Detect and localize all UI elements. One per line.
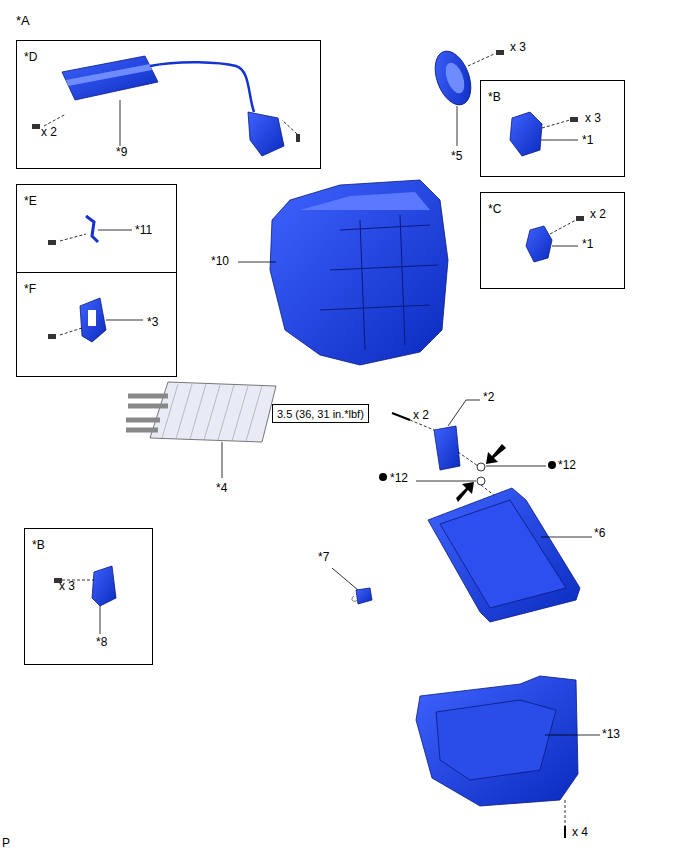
callout-number: *3 [147, 315, 158, 329]
callout-number: *12 [558, 458, 576, 472]
quantity: x 2 [41, 125, 57, 139]
inset-panel: *F *3 [16, 272, 177, 377]
callout-number: *12 [390, 471, 408, 485]
callout-number: *10 [211, 254, 229, 268]
callout-number: *11 [135, 223, 152, 237]
callout-number: *2 [483, 390, 494, 404]
callout-number: *6 [594, 526, 605, 540]
callout-number: *4 [216, 481, 227, 495]
inset-panel: *E *11 [16, 184, 177, 273]
callout-number: *1 [582, 237, 593, 251]
quantity: x 2 [413, 408, 429, 422]
torque-spec: 3.5 (36, 31 in.*lbf) [277, 407, 364, 421]
page-mark: P [2, 836, 10, 850]
callout-number: *8 [96, 635, 107, 649]
callout-number: *1 [582, 133, 593, 147]
panel-letter: *D [24, 50, 37, 64]
quantity: x 3 [59, 579, 75, 593]
inset-panel: *B x 3 *8 [24, 528, 153, 665]
inset-panel: *C x 2 *1 [480, 192, 625, 289]
callout-number: *5 [451, 149, 462, 163]
callout-number: *7 [318, 550, 329, 564]
quantity: x 2 [590, 207, 606, 221]
callout-number: *9 [116, 145, 127, 159]
panel-letter: *C [488, 202, 501, 216]
panel-letter: *B [32, 538, 45, 552]
callout-number: *13 [602, 727, 620, 741]
panel-letter: *E [24, 194, 37, 208]
quantity: x 4 [572, 825, 588, 839]
quantity: x 3 [510, 40, 526, 54]
inset-panel: *D x 2 *9 [16, 40, 321, 169]
inset-panel: *B x 3 *1 [480, 80, 625, 177]
torque-box: 3.5 (36, 31 in.*lbf) [272, 404, 369, 423]
quantity: x 3 [585, 111, 601, 125]
panel-letter: *B [488, 90, 501, 104]
panel-letter: *F [24, 282, 36, 296]
view-label: *A [16, 14, 30, 28]
